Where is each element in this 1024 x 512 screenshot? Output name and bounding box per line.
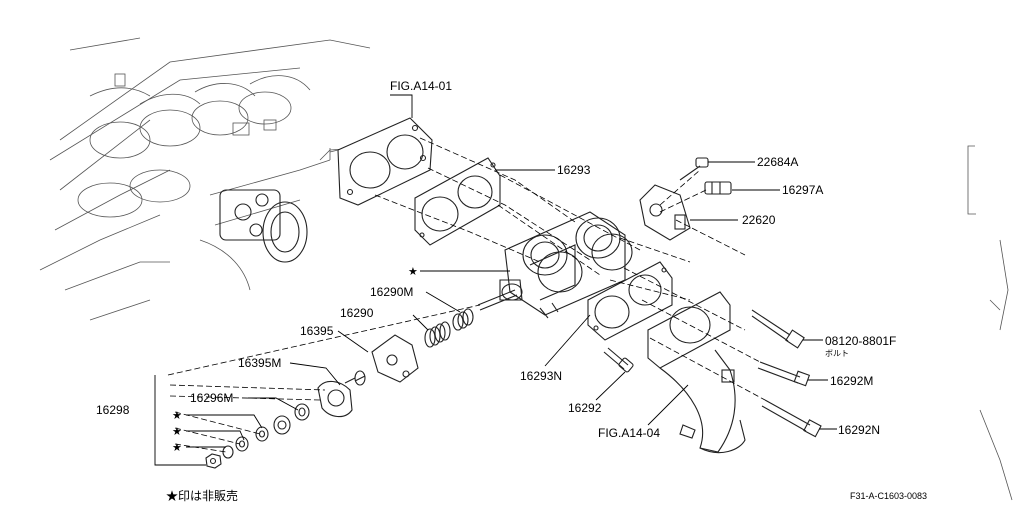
bolt-16292 [603,347,634,373]
lever-16395m [317,380,353,418]
bolt-16292n [761,399,822,438]
spring-16290m [452,308,474,331]
star-marker-1: ★ [172,409,182,422]
label-22620: 22620 [742,213,776,227]
manifold-throttle-body [219,189,308,263]
washer-star-3 [222,445,234,459]
bolt-16292m [757,361,811,387]
label-16395m: 16395M [238,356,281,370]
lever-16395 [371,334,419,383]
bolt-08120-8801f [751,309,805,349]
footnote: ★印は非販売 [166,488,238,503]
washer-star-2 [235,436,249,452]
label-16296m: 16296M [190,391,233,405]
throttle-shaft [477,283,523,311]
adapter-fig-a14-04 [647,291,746,454]
label-08120-8801f: 08120-8801F [825,334,896,348]
label-16292m: 16292M [830,374,873,388]
nut-16298 [205,453,222,469]
label-16298: 16298 [96,403,130,417]
intake-manifold-drawing [39,37,371,321]
flange-fig-a14-01 [329,117,433,206]
leader-lines [154,94,837,466]
gasket-16293 [414,157,501,246]
washer-16296m [273,403,310,435]
sensor-16297a [704,181,732,195]
drawing-code: F31-A-C1603-0083 [850,491,927,501]
screw-22684a [679,157,709,181]
right-edge-fragments [967,145,1013,501]
label-16293n: 16293N [520,369,562,383]
star-marker-3: ★ [172,441,182,454]
label-bolt-note: ボルト [825,349,849,358]
label-16297a: 16297A [782,183,823,197]
spring-16290 [424,321,451,348]
label-16290m: 16290M [370,285,413,299]
collar-16395 [344,370,366,386]
throttle-position-sensor [639,184,691,241]
label-fig-a14-01: FIG.A14-01 [390,79,452,93]
label-16293: 16293 [557,163,591,177]
label-fig-a14-04: FIG.A14-04 [598,426,660,440]
assembly-lines [167,137,766,453]
label-16292: 16292 [568,401,602,415]
star-marker-2: ★ [172,425,182,438]
label-16290: 16290 [340,306,374,320]
label-16395: 16395 [300,324,334,338]
star-marker-throttle: ★ [408,265,418,278]
label-22684a: 22684A [757,155,798,169]
label-16292n: 16292N [838,423,880,437]
washer-star-1 [255,426,269,442]
